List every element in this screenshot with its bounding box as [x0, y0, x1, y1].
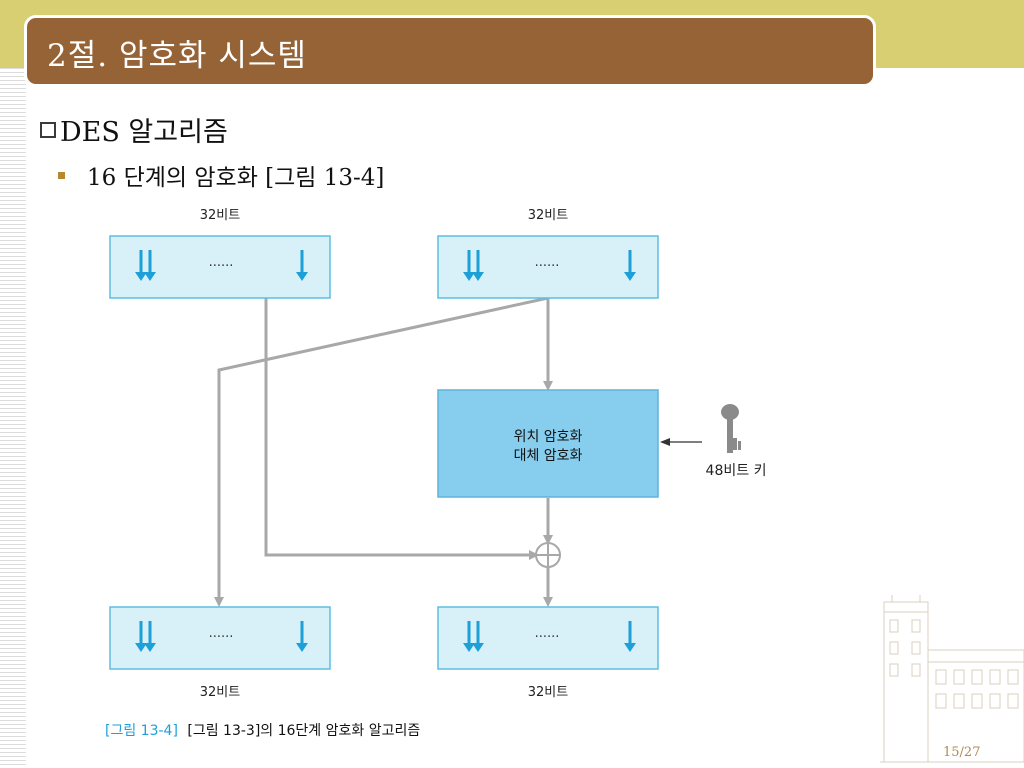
top-left-block: 32비트 ...... — [109, 208, 331, 299]
xor-icon — [535, 542, 561, 568]
process-line2: 대체 암호화 — [514, 448, 583, 464]
top-right-label: 32비트 — [528, 208, 569, 223]
double-down-arrow-icon — [135, 250, 156, 281]
slide-title: 2절. 암호화 시스템 — [47, 38, 307, 74]
caption-text: [그림 13-3]의 16단계 암호화 알고리즘 — [187, 723, 420, 739]
top-left-label: 32비트 — [200, 208, 241, 223]
process-line1: 위치 암호화 — [514, 429, 583, 445]
key-icon — [721, 404, 741, 453]
bullet-level1: DES 알고리즘 — [40, 110, 228, 149]
top-right-dots: ...... — [535, 255, 560, 270]
double-down-arrow-icon — [135, 621, 156, 652]
building-sketch-icon — [880, 595, 1024, 763]
page-number: 15/27 — [943, 745, 981, 760]
down-arrow-icon — [624, 621, 636, 652]
double-down-arrow-icon — [463, 250, 484, 281]
bottom-right-block: ...... 32비트 — [437, 606, 659, 700]
down-arrow-icon — [624, 250, 636, 281]
bottom-left-block: ...... 32비트 — [109, 606, 331, 700]
top-left-dots: ...... — [209, 255, 234, 270]
down-arrow-icon — [296, 621, 308, 652]
figure-caption: [그림 13-4] [그림 13-3]의 16단계 암호화 알고리즘 — [105, 723, 420, 739]
title-bar: 2절. 암호화 시스템 — [24, 15, 876, 87]
double-down-arrow-icon — [463, 621, 484, 652]
bullet-level2-text: 16 단계의 암호화 [그림 13-4] — [87, 165, 385, 191]
left-to-xor-line — [264, 298, 539, 560]
bottom-left-dots: ...... — [209, 626, 234, 641]
connector-lines — [214, 296, 553, 607]
square-bullet-icon — [40, 121, 56, 138]
caption-ref: [그림 13-4] — [105, 723, 178, 739]
down-arrow-icon — [296, 250, 308, 281]
key-label: 48비트 키 — [706, 463, 767, 479]
top-right-block: 32비트 ...... — [437, 208, 659, 299]
process-box: 위치 암호화 대체 암호화 — [437, 389, 659, 498]
bullet-level1-text: DES 알고리즘 — [60, 117, 228, 148]
left-stripes — [0, 68, 26, 768]
bullet-level2: 16 단계의 암호화 [그림 13-4] — [58, 158, 384, 192]
small-square-bullet-icon — [58, 171, 65, 179]
bottom-right-dots: ...... — [535, 626, 560, 641]
right-to-bottom-left-line — [214, 296, 549, 607]
bottom-right-label: 32비트 — [528, 685, 569, 700]
bottom-left-label: 32비트 — [200, 685, 241, 700]
